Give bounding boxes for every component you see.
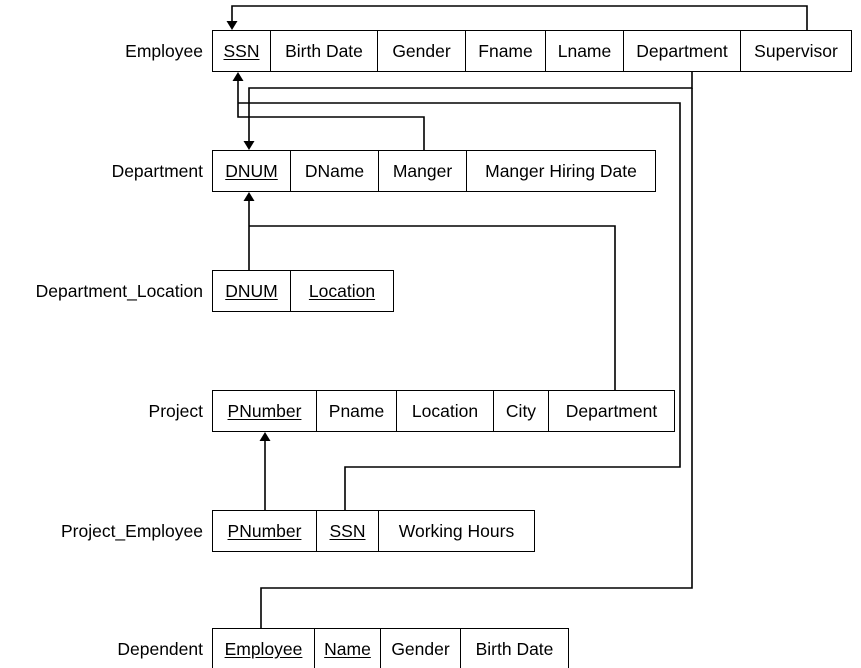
fk-employee-department-to-department-dnum: [248, 72, 693, 146]
attribute-label: City: [505, 400, 537, 421]
attribute-project_employee-pnumber: PNumber: [213, 511, 317, 551]
attribute-row-project_employee: PNumber SSN Working Hours: [212, 510, 535, 552]
relation-name-department: Department: [111, 160, 203, 181]
attribute-label: DNUM: [225, 280, 278, 301]
attribute-label: Working Hours: [398, 520, 515, 541]
attribute-label: Fname: [478, 40, 533, 61]
fk-department-manger-to-employee-ssn: [237, 76, 425, 150]
attribute-project-department: Department: [549, 391, 674, 431]
attribute-label: Supervisor: [754, 40, 838, 61]
fk-department-manger-to-employee-ssn-arrowhead: [232, 72, 244, 81]
attribute-label: SSN: [223, 40, 260, 61]
attribute-project-location: Location: [397, 391, 494, 431]
attribute-employee-department: Department: [624, 31, 741, 71]
attribute-employee-ssn: SSN: [213, 31, 271, 71]
relation-department_location: Department_Location DNUM Location: [36, 270, 394, 312]
attribute-label: Birth Date: [475, 638, 554, 659]
attribute-project_employee-ssn: SSN: [317, 511, 379, 551]
attribute-label: Employee: [224, 638, 303, 659]
relation-dependent: Dependent Employee Name Gender Birth Date: [117, 628, 569, 668]
attribute-employee-birth-date: Birth Date: [271, 31, 378, 71]
attribute-department-manger-hiring-date: Manger Hiring Date: [467, 151, 655, 191]
attribute-department-dnum: DNUM: [213, 151, 291, 191]
attribute-project-city: City: [494, 391, 549, 431]
fk-department-location-dnum-to-department-dnum-arrowhead: [243, 192, 255, 201]
attribute-label: Gender: [392, 40, 451, 61]
fk-supervisor-to-employee-ssn: [231, 5, 808, 30]
attribute-department_location-location: Location: [291, 271, 393, 311]
fk-project-employee-pnumber-to-project-pnumber-arrowhead: [259, 432, 271, 441]
attribute-label: Pname: [328, 400, 385, 421]
attribute-label: Gender: [391, 638, 450, 659]
relation-employee: Employee SSN Birth Date Gender Fname Lname Dep…: [125, 30, 852, 72]
attribute-label: Name: [324, 638, 371, 659]
attribute-department_location-dnum: DNUM: [213, 271, 291, 311]
attribute-project-pnumber: PNumber: [213, 391, 317, 431]
attribute-label: Manger Hiring Date: [485, 160, 637, 181]
relation-project_employee: Project_Employee PNumber SSN Working Hours: [61, 510, 535, 552]
attribute-label: Location: [411, 400, 479, 421]
attribute-row-project: PNumber Pname Location City Department: [212, 390, 675, 432]
relation-name-employee: Employee: [125, 40, 203, 61]
attribute-label: DNUM: [225, 160, 278, 181]
attribute-department-dname: DName: [291, 151, 379, 191]
attribute-label: Department: [565, 400, 658, 421]
relation-department: Department DNUM DName Manger Manger Hiring D…: [112, 150, 656, 192]
relation-name-dependent: Dependent: [117, 638, 203, 659]
attribute-label: Manger: [392, 160, 453, 181]
attribute-dependent-employee: Employee: [213, 629, 315, 668]
attribute-row-employee: SSN Birth Date Gender Fname Lname Department S…: [212, 30, 852, 72]
attribute-employee-supervisor: Supervisor: [741, 31, 851, 71]
attribute-label: Birth Date: [285, 40, 363, 61]
relation-project: Project PNumber Pname Location City Departmen…: [149, 390, 675, 432]
attribute-dependent-name: Name: [315, 629, 381, 668]
attribute-project-pname: Pname: [317, 391, 397, 431]
relation-name-project_employee: Project_Employee: [60, 520, 203, 541]
attribute-employee-lname: Lname: [546, 31, 624, 71]
attribute-dependent-birth-date: Birth Date: [461, 629, 568, 668]
fk-supervisor-to-employee-ssn-arrowhead: [226, 21, 238, 30]
attribute-label: Department: [636, 40, 728, 61]
attribute-employee-fname: Fname: [466, 31, 546, 71]
relation-name-project: Project: [148, 400, 203, 421]
attribute-label: PNumber: [227, 520, 302, 541]
attribute-label: DName: [304, 160, 365, 181]
attribute-dependent-gender: Gender: [381, 629, 461, 668]
attribute-department-manger: Manger: [379, 151, 467, 191]
attribute-label: SSN: [329, 520, 366, 541]
attribute-project_employee-working-hours: Working Hours: [379, 511, 534, 551]
attribute-label: PNumber: [227, 400, 302, 421]
attribute-row-department_location: DNUM Location: [212, 270, 394, 312]
attribute-label: Location: [308, 280, 376, 301]
relation-name-department_location: Department_Location: [35, 280, 203, 301]
attribute-row-dependent: Employee Name Gender Birth Date: [212, 628, 569, 668]
attribute-row-department: DNUM DName Manger Manger Hiring Date: [212, 150, 656, 192]
attribute-label: Lname: [557, 40, 612, 61]
fk-employee-department-to-department-dnum-arrowhead: [243, 141, 255, 150]
attribute-employee-gender: Gender: [378, 31, 466, 71]
